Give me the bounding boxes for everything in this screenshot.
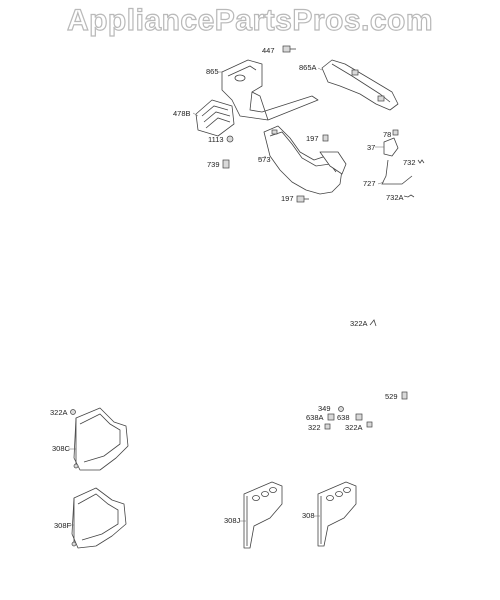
part-638A[interactable]: [327, 413, 335, 421]
part-308J-baffle[interactable]: [243, 481, 283, 549]
part-322[interactable]: [324, 423, 331, 430]
part-37-bracket[interactable]: [383, 137, 399, 157]
label-37: 37: [367, 143, 375, 152]
label-727: 727: [363, 179, 376, 188]
label-447: 447: [262, 46, 275, 55]
label-529: 529: [385, 392, 398, 401]
label-322A-top: 322A: [350, 319, 368, 328]
part-529[interactable]: [401, 391, 408, 400]
part-197-upper[interactable]: [322, 134, 329, 142]
label-78: 78: [383, 130, 391, 139]
part-865A-shroud[interactable]: [321, 59, 399, 111]
label-638A: 638A: [306, 413, 324, 422]
label-308F: 308F: [54, 521, 72, 530]
label-308: 308: [302, 511, 315, 520]
part-308-baffle[interactable]: [317, 481, 357, 547]
part-349[interactable]: [338, 406, 344, 412]
label-732A: 732A: [386, 193, 404, 202]
part-308C-baffle[interactable]: [73, 407, 129, 471]
part-638[interactable]: [355, 413, 363, 421]
part-865-shroud[interactable]: [221, 59, 319, 121]
part-573-housing[interactable]: [263, 125, 347, 195]
part-727-link[interactable]: [381, 159, 413, 185]
part-447[interactable]: [282, 45, 296, 53]
part-732A-spring[interactable]: [403, 194, 415, 198]
label-197-lower: 197: [281, 194, 294, 203]
label-322: 322: [308, 423, 321, 432]
part-308F-baffle[interactable]: [71, 487, 127, 549]
part-197-lower[interactable]: [296, 195, 309, 203]
part-labels: 447 865 865A 478B 1113 197 78 37 732 739…: [50, 46, 416, 530]
label-865A: 865A: [299, 63, 317, 72]
label-1113: 1113: [208, 135, 224, 144]
part-322A-mid[interactable]: [366, 421, 373, 428]
part-1113[interactable]: [226, 135, 234, 143]
label-308J: 308J: [224, 516, 241, 525]
label-322A-left: 322A: [50, 408, 68, 417]
label-865: 865: [206, 67, 219, 76]
part-478B-bracket[interactable]: [195, 99, 235, 137]
part-739[interactable]: [222, 159, 230, 169]
label-732: 732: [403, 158, 416, 167]
label-638: 638: [337, 413, 350, 422]
label-308C: 308C: [52, 444, 71, 453]
label-573: 573: [258, 155, 271, 164]
label-349: 349: [318, 404, 331, 413]
label-478B: 478B: [173, 109, 191, 118]
part-78[interactable]: [392, 129, 399, 136]
label-322A-mid: 322A: [345, 423, 363, 432]
part-322A-top[interactable]: [369, 319, 377, 327]
label-197-upper: 197: [306, 134, 319, 143]
part-732-spring[interactable]: [417, 159, 425, 164]
part-322A-left[interactable]: [70, 409, 76, 415]
label-739: 739: [207, 160, 220, 169]
leader-lines: [68, 67, 385, 526]
site-watermark: AppliancePartsPros.com: [66, 3, 434, 37]
